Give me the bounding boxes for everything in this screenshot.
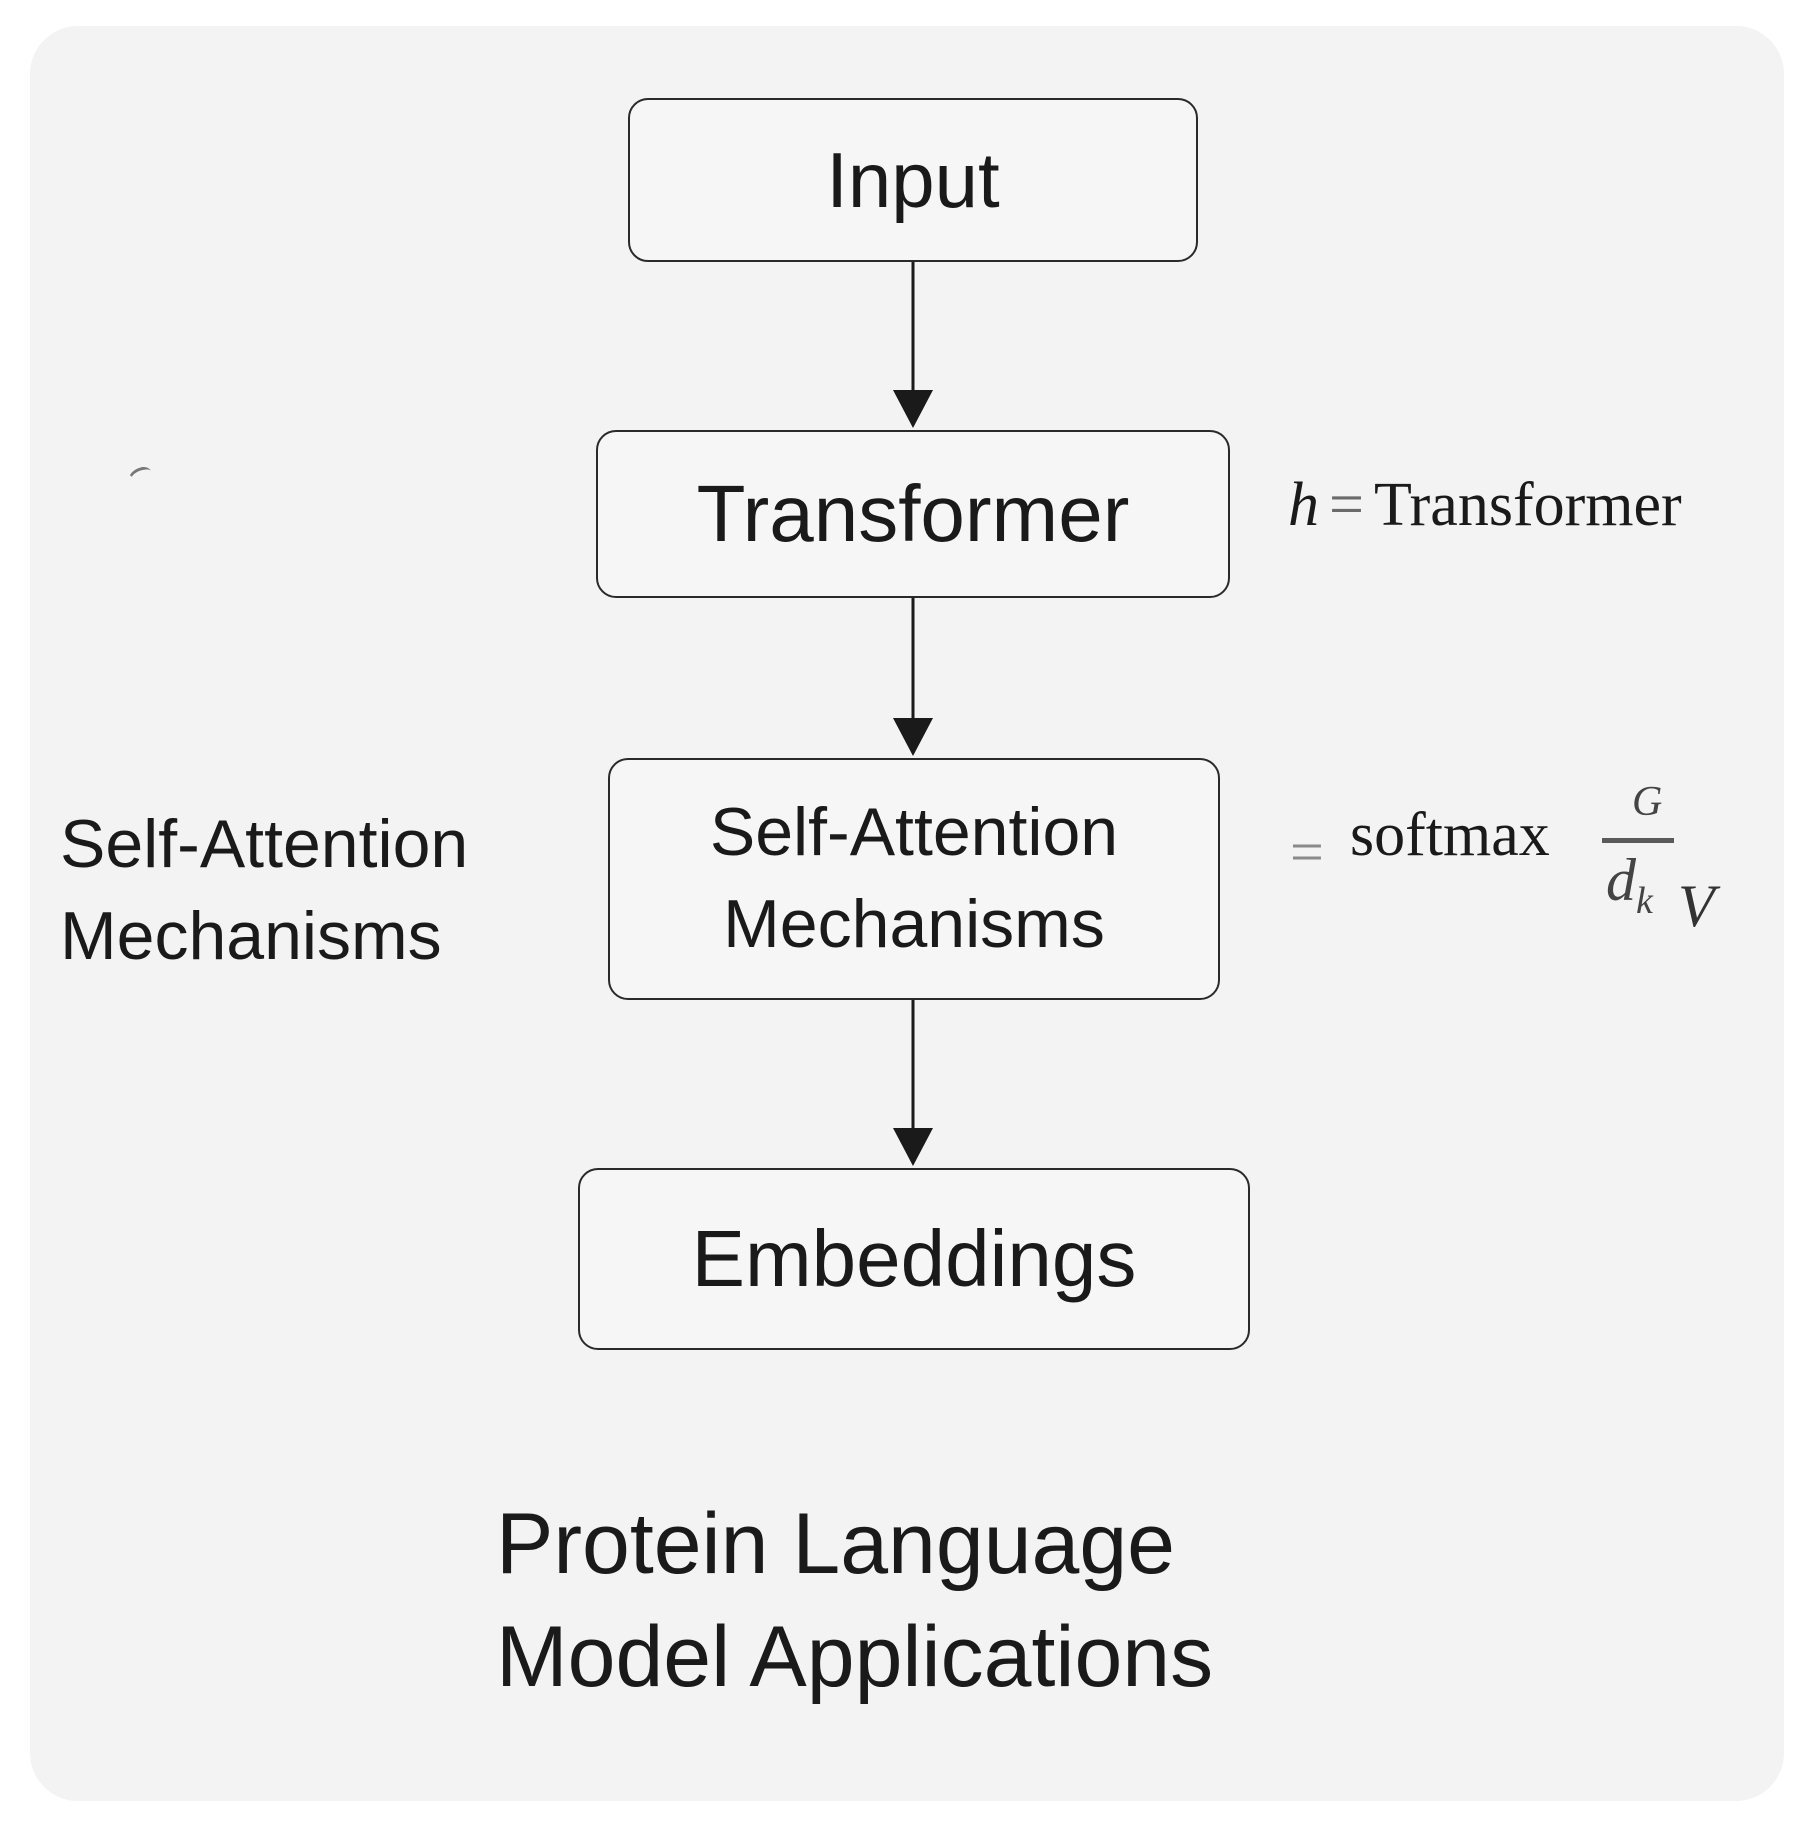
input-node: Input [628, 98, 1198, 262]
transformer-equation: h=Transformer [1288, 470, 1682, 541]
arrow-transformer-to-attention [893, 598, 933, 756]
softmax-fraction-denominator: dk [1606, 846, 1653, 923]
arrow-attention-to-embeddings [893, 1000, 933, 1166]
input-node-label: Input [826, 135, 1000, 224]
transformer-equation-equals: = [1329, 471, 1364, 539]
arrow-input-to-transformer [893, 262, 933, 428]
transformer-node: Transformer [596, 430, 1230, 598]
softmax-trailing-variable: V [1678, 873, 1715, 939]
transformer-node-label: Transformer [696, 469, 1130, 558]
softmax-function-label: softmax [1350, 801, 1550, 869]
embeddings-node-label: Embeddings [691, 1214, 1137, 1303]
embeddings-node: Embeddings [578, 1168, 1250, 1350]
softmax-denominator-subscript: k [1636, 880, 1653, 922]
softmax-fraction-bar [1602, 838, 1674, 843]
transformer-equation-variable: h [1288, 471, 1319, 539]
transformer-equation-rhs: Transformer [1373, 471, 1682, 539]
softmax-denominator-base: d [1606, 847, 1636, 913]
diagram-caption: Protein Language Model Applications [496, 1496, 1214, 1705]
softmax-fraction-numerator: G [1632, 779, 1663, 825]
self-attention-node-label: Self-Attention Mechanisms [709, 794, 1119, 962]
softmax-equation-equals: = [1290, 819, 1324, 885]
self-attention-side-label: Self-Attention Mechanisms [60, 806, 469, 975]
self-attention-node: Self-Attention Mechanisms [608, 758, 1220, 1000]
